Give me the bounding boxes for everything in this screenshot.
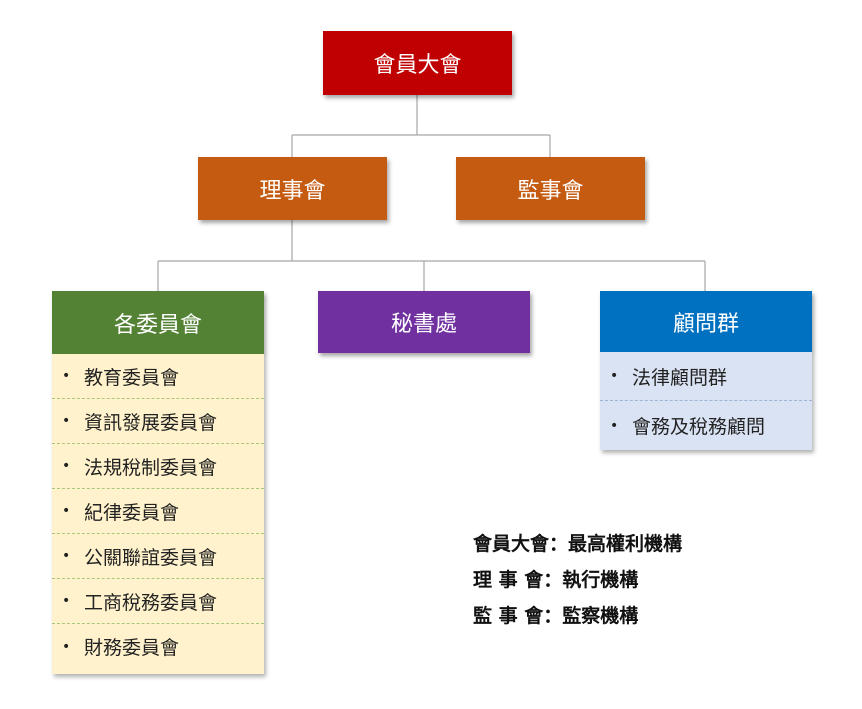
- list-item: • 財務委員會: [52, 624, 264, 669]
- bullet: •: [62, 413, 71, 429]
- advisors-label: 顧問群: [672, 311, 739, 337]
- legend-row: 監 事 會：監察機構: [473, 596, 682, 632]
- general-assembly-label: 會員大會: [373, 53, 462, 78]
- general-assembly-box: 會員大會: [323, 31, 512, 95]
- bullet: •: [62, 638, 71, 655]
- secretariat-box: 秘書處: [318, 291, 530, 353]
- legend-desc: 最高權利機構: [568, 532, 683, 555]
- bullet: •: [62, 593, 71, 609]
- bullet: •: [62, 548, 71, 564]
- list-item: • 法律顧問群: [600, 352, 812, 401]
- advisor-item-label: 會務及稅務顧問: [632, 416, 766, 438]
- committee-item-label: 教育委員會: [84, 366, 180, 389]
- list-item: • 會務及稅務顧問: [600, 401, 812, 450]
- bullet: •: [610, 368, 619, 384]
- committees-label: 各委員會: [113, 312, 202, 338]
- bullet: •: [62, 503, 71, 519]
- board-of-directors-box: 理事會: [198, 157, 387, 220]
- bullet: •: [62, 368, 71, 384]
- board-of-supervisors-box: 監事會: [456, 157, 645, 220]
- bullet: •: [610, 417, 619, 434]
- board-of-directors-label: 理事會: [259, 178, 326, 204]
- list-item: • 公關聯誼委員會: [52, 534, 264, 579]
- legend-term: 監 事 會：: [473, 604, 563, 627]
- board-of-supervisors-label: 監事會: [517, 178, 584, 204]
- advisor-item-label: 法律顧問群: [632, 366, 728, 389]
- committee-item-label: 資訊發展委員會: [84, 411, 218, 434]
- committee-item-label: 法規稅制委員會: [84, 456, 218, 479]
- advisors-list: • 法律顧問群 • 會務及稅務顧問: [600, 352, 812, 450]
- committee-item-label: 工商稅務委員會: [84, 591, 218, 614]
- legend-desc: 監察機構: [562, 604, 639, 627]
- committee-item-label: 財務委員會: [84, 637, 180, 659]
- list-item: • 紀律委員會: [52, 489, 264, 534]
- advisors-box: 顧問群: [600, 291, 812, 352]
- legend-row: 會員大會：最高權利機構: [473, 524, 682, 560]
- legend-term: 會員大會：: [473, 532, 569, 555]
- committees-list: • 教育委員會 • 資訊發展委員會 • 法規稅制委員會 • 紀律委員會 • 公關聯誼委員會…: [52, 354, 264, 674]
- committee-item-label: 紀律委員會: [84, 501, 180, 524]
- legend: 會員大會：最高權利機構 理 事 會：執行機構 監 事 會：監察機構: [473, 524, 682, 632]
- list-item: • 教育委員會: [52, 354, 264, 399]
- committees-box: 各委員會: [52, 291, 264, 354]
- bullet: •: [62, 458, 71, 474]
- legend-desc: 執行機構: [562, 568, 639, 591]
- committee-item-label: 公關聯誼委員會: [84, 546, 218, 569]
- legend-term: 理 事 會：: [473, 568, 563, 591]
- list-item: • 工商稅務委員會: [52, 579, 264, 624]
- legend-row: 理 事 會：執行機構: [473, 560, 682, 596]
- list-item: • 資訊發展委員會: [52, 399, 264, 444]
- secretariat-label: 秘書處: [390, 312, 457, 337]
- list-item: • 法規稅制委員會: [52, 444, 264, 489]
